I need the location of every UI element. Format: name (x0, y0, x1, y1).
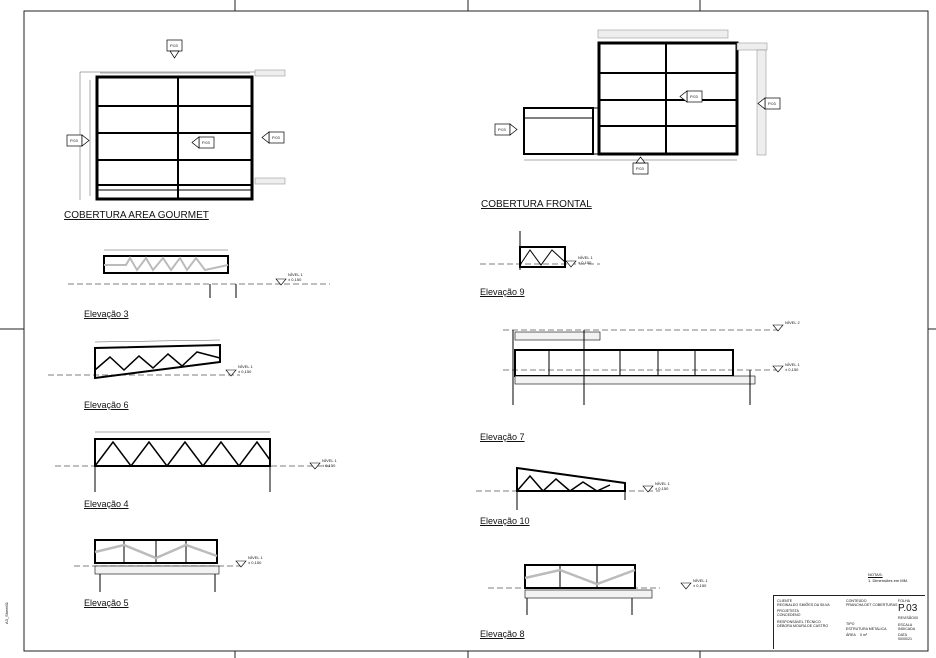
level-label: NÍVEL 1 (238, 364, 253, 369)
level-label: NÍVEL 1 (322, 458, 337, 463)
elevation-5-drawing (74, 539, 240, 592)
elevation-3-drawing (68, 249, 330, 298)
title-block: CLIENTE REGINALDO SIMÕES DA SILVA PROJET… (773, 595, 925, 649)
tb-responsavel-value: DÉBORA MOURA DE CASTRO (777, 624, 829, 628)
drawing-title-elevacao-8: Elevação 8 (480, 629, 525, 639)
tb-responsavel-label: RESPONSÁVEL TÉCNICO (777, 620, 821, 624)
drawing-title-elevacao-6: Elevação 6 (84, 400, 129, 410)
elevation-6-drawing (48, 339, 240, 380)
level-label: NÍVEL 1 (785, 362, 800, 367)
tb-escala-value: INDICADA (898, 627, 916, 631)
level-value: ± 0,150 (288, 277, 302, 282)
tb-revisao-value: 00 (914, 616, 918, 620)
tb-projetista-label: PROJETISTA (777, 609, 799, 613)
tb-tipo-label: TIPO (846, 622, 855, 626)
section-markers-frontal (494, 90, 781, 175)
tb-area-value: 0 m² (860, 633, 868, 637)
level-label: NÍVEL 1 (578, 255, 593, 260)
drawing-title-elevacao-9: Elevação 9 (480, 287, 525, 297)
section-markers-gourmet (66, 39, 285, 149)
tb-cliente-label: CLIENTE (777, 599, 793, 603)
drawing-title-elevacao-7: Elevação 7 (480, 432, 525, 442)
section-tag-text: P.03 (690, 94, 698, 99)
drawing-title-elevacao-4: Elevação 4 (84, 499, 129, 509)
drawing-title-cobertura-gourmet: COBERTURA AREA GOURMET (64, 210, 209, 221)
elevation-4-drawing (55, 431, 330, 492)
tb-tipo-value: ESTRUTURA METALICA (846, 627, 887, 631)
elevation-10-drawing (476, 466, 660, 510)
level-label: NÍVEL 1 (693, 578, 708, 583)
plan-cobertura-gourmet (79, 69, 286, 201)
notes-title: NOTAS: (868, 572, 883, 577)
tb-revisao-label: REVISÃO (898, 616, 914, 620)
level-markers (225, 260, 784, 590)
section-tag-text: P.03 (202, 140, 210, 145)
level-value: ± 0,150 (238, 369, 252, 374)
elevation-7-drawing (503, 329, 780, 405)
level-label: NÍVEL 2 (785, 320, 800, 325)
tb-escala-label: ESCALA (898, 623, 913, 627)
level-label: NÍVEL 1 (655, 481, 670, 486)
drawing-title-cobertura-frontal: COBERTURA FRONTAL (481, 199, 592, 210)
level-label: NÍVEL 1 (248, 555, 263, 560)
level-value: ± 0,150 (248, 560, 262, 565)
section-tag-text: P.03 (636, 166, 644, 171)
tb-conteudo-value: PRANCHA DET COBERTURAS (846, 603, 898, 607)
drawing-title-elevacao-3: Elevação 3 (84, 309, 129, 319)
tb-folha-label: FOLHA (898, 599, 910, 603)
tb-area-label: ÁREA (846, 633, 856, 637)
tb-projetista-value: CONCEDENO (777, 613, 801, 617)
level-value: ± 0,150 (655, 486, 669, 491)
elevation-8-drawing (488, 564, 660, 615)
tb-folha-value: P.03 (898, 603, 918, 614)
level-value: ± 0,150 (785, 367, 799, 372)
section-tag-text: P.03 (170, 43, 178, 48)
sheet-border (23, 10, 929, 652)
level-value: ± 0,150 (578, 260, 592, 265)
level-value: ± 0,150 (322, 463, 336, 468)
tb-conteudo-label: CONTEÚDO (846, 599, 867, 603)
drawing-title-elevacao-5: Elevação 5 (84, 598, 129, 608)
tb-cliente-value: REGINALDO SIMÕES DA SILVA (777, 603, 830, 607)
section-tag-text: P.03 (70, 138, 78, 143)
sheet-code: A3_Sheet01 (4, 601, 9, 624)
tb-data-label: DATA (898, 633, 908, 637)
section-tag-text: P.03 (498, 127, 506, 132)
level-label: NÍVEL 1 (288, 272, 303, 277)
elevation-9-drawing (480, 231, 600, 270)
notes-line: 1. Dimensões em MM. (868, 578, 909, 583)
level-value: ± 0,150 (693, 583, 707, 588)
section-tag-text: P.03 (272, 135, 280, 140)
plan-cobertura-frontal (523, 29, 768, 161)
tb-data-value: 00/00/21 (898, 637, 912, 641)
drawing-title-elevacao-10: Elevação 10 (480, 516, 530, 526)
section-tag-text: P.03 (768, 101, 776, 106)
